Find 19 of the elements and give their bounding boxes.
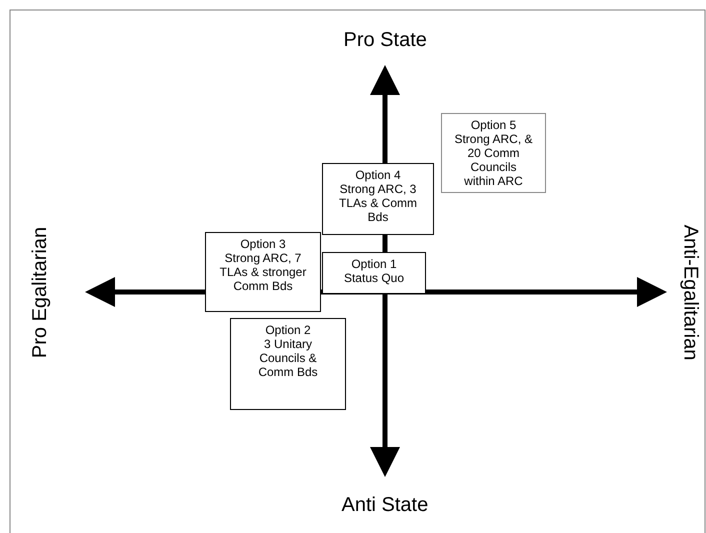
option-heading: Option 5 [470, 118, 518, 132]
option-box [205, 232, 321, 312]
option-box [322, 163, 434, 235]
option-heading: Option 4 [354, 168, 402, 182]
option-description: Strong ARC, 7 TLAs & stronger Comm Bds [218, 251, 308, 293]
axis-label: Anti-Egalitarian [678, 224, 702, 360]
option-box [441, 113, 546, 193]
option-description: 3 Unitary Councils & Comm Bds [257, 337, 319, 379]
option-box [322, 252, 426, 294]
axis-label: Anti State [342, 494, 428, 516]
axis-label: Pro Egalitarian [28, 226, 52, 358]
option-description: Strong ARC, 3 TLAs & Comm Bds [338, 182, 418, 224]
axis-label: Pro State [344, 28, 427, 52]
option-heading: Option 2 [264, 323, 312, 337]
option-heading: Option 3 [239, 237, 287, 251]
option-box [230, 318, 346, 410]
option-description: Strong ARC, & 20 Comm Councils within ARC [454, 132, 533, 188]
option-heading: Option 1 [350, 257, 398, 271]
option-description: Status Quo [342, 271, 406, 285]
